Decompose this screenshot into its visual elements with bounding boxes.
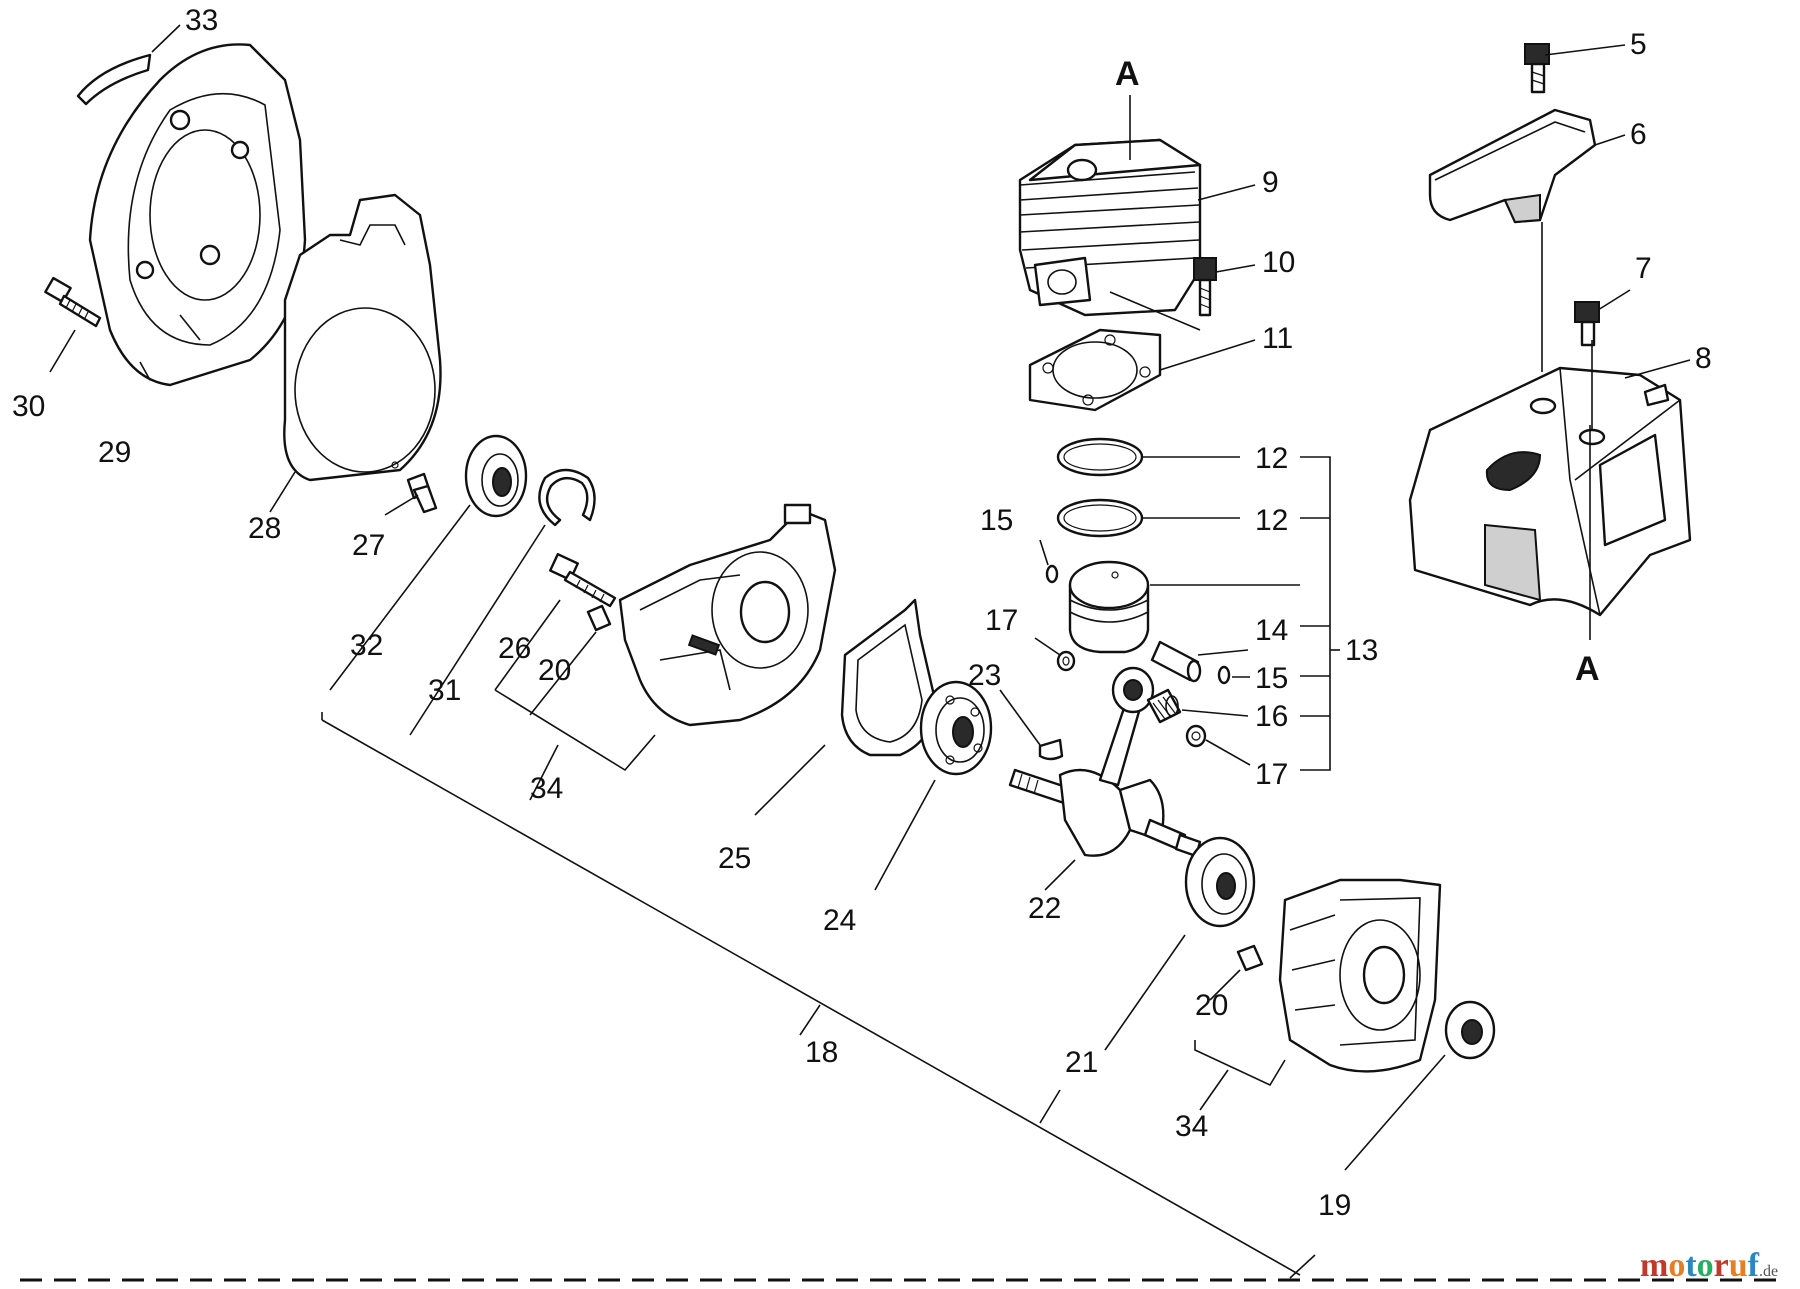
callout-20: 20 bbox=[1195, 989, 1228, 1022]
callout-25: 25 bbox=[718, 842, 751, 875]
callout-20: 20 bbox=[538, 654, 571, 687]
crankshaft bbox=[1008, 666, 1202, 858]
callout-9: 9 bbox=[1262, 166, 1279, 199]
callout-5: 5 bbox=[1630, 28, 1647, 61]
screw bbox=[406, 472, 438, 514]
watermark-letter: u bbox=[1729, 1247, 1748, 1284]
cylinder bbox=[1018, 138, 1202, 317]
callout-27: 27 bbox=[352, 529, 385, 562]
oil-seal bbox=[1444, 1000, 1496, 1060]
bolt bbox=[1574, 301, 1600, 347]
ball-bearing bbox=[1184, 836, 1256, 928]
thrust-washer bbox=[1056, 650, 1076, 672]
piston-pin-clip bbox=[1217, 665, 1231, 685]
watermark-letter: m bbox=[1640, 1247, 1668, 1284]
callout-8: 8 bbox=[1695, 342, 1712, 375]
callout-13: 13 bbox=[1345, 634, 1378, 667]
watermark-letter: o bbox=[1668, 1247, 1685, 1284]
callout-18: 18 bbox=[805, 1036, 838, 1069]
callout-12: 12 bbox=[1255, 504, 1288, 537]
oil-seal bbox=[464, 434, 528, 518]
piston bbox=[1068, 560, 1150, 654]
piston-ring bbox=[1056, 498, 1144, 538]
callout-12: 12 bbox=[1255, 442, 1288, 475]
watermark-logo: motoruf.de bbox=[1640, 1247, 1778, 1284]
dowel-pin bbox=[1236, 944, 1264, 972]
callout-labels: 5 6 7 8 9 10 11 12 12 13 14 15 15 16 17 … bbox=[12, 4, 1712, 1222]
callout-22: 22 bbox=[1028, 892, 1061, 925]
callout-15: 15 bbox=[1255, 662, 1288, 695]
gasket-plate bbox=[283, 193, 442, 482]
watermark-letter: r bbox=[1714, 1247, 1729, 1284]
bolt bbox=[549, 552, 617, 608]
callout-6: 6 bbox=[1630, 118, 1647, 151]
cylinder-cover bbox=[1408, 366, 1692, 617]
crankcase-left bbox=[618, 503, 837, 727]
callout-7: 7 bbox=[1635, 252, 1652, 285]
fan-housing bbox=[88, 43, 307, 387]
callout-31: 31 bbox=[428, 674, 461, 707]
callout-15: 15 bbox=[980, 504, 1013, 537]
thrust-washer bbox=[1185, 724, 1207, 748]
callout-17: 17 bbox=[985, 604, 1018, 637]
callout-17: 17 bbox=[1255, 758, 1288, 791]
callout-33: 33 bbox=[185, 4, 218, 37]
callout-10: 10 bbox=[1262, 246, 1295, 279]
callout-21: 21 bbox=[1065, 1046, 1098, 1079]
bolt bbox=[44, 276, 102, 328]
cylinder-gasket bbox=[1028, 328, 1162, 412]
reference-mark-a: A bbox=[1115, 55, 1140, 93]
handle bbox=[1428, 108, 1597, 224]
callout-29: 29 bbox=[98, 436, 131, 469]
callout-26: 26 bbox=[498, 632, 531, 665]
piston-pin-clip bbox=[1045, 564, 1059, 584]
piston-ring bbox=[1056, 437, 1144, 477]
woodruff-key bbox=[1038, 738, 1064, 761]
callout-11: 11 bbox=[1262, 322, 1293, 355]
needle-bearing bbox=[1146, 688, 1182, 724]
callout-30: 30 bbox=[12, 390, 45, 423]
piston-pin bbox=[1150, 640, 1202, 683]
callout-16: 16 bbox=[1255, 700, 1288, 733]
watermark-suffix: .de bbox=[1759, 1263, 1778, 1280]
callout-23: 23 bbox=[968, 659, 1001, 692]
callout-19: 19 bbox=[1318, 1189, 1351, 1222]
callout-34: 34 bbox=[530, 772, 563, 805]
cylinder-bolt bbox=[1193, 257, 1217, 317]
watermark-brand: motoruf bbox=[1640, 1247, 1760, 1284]
callout-32: 32 bbox=[350, 629, 383, 662]
snap-ring bbox=[538, 468, 596, 527]
callout-34: 34 bbox=[1175, 1110, 1208, 1143]
callout-28: 28 bbox=[248, 512, 281, 545]
decal-strip bbox=[76, 53, 152, 106]
callout-14: 14 bbox=[1255, 614, 1288, 647]
watermark-letter: f bbox=[1748, 1247, 1760, 1284]
reference-mark-a: A bbox=[1575, 650, 1600, 688]
crankcase-right bbox=[1278, 878, 1442, 1073]
watermark-letter: o bbox=[1697, 1247, 1714, 1284]
svg-text:motoruf.de: motoruf.de bbox=[1640, 1247, 1778, 1284]
watermark-letter: t bbox=[1685, 1247, 1697, 1284]
bolt bbox=[1524, 43, 1550, 94]
leader-lines bbox=[49, 24, 1691, 1279]
ball-bearing bbox=[919, 680, 993, 776]
callout-24: 24 bbox=[823, 904, 856, 937]
dowel-pin bbox=[586, 604, 612, 632]
